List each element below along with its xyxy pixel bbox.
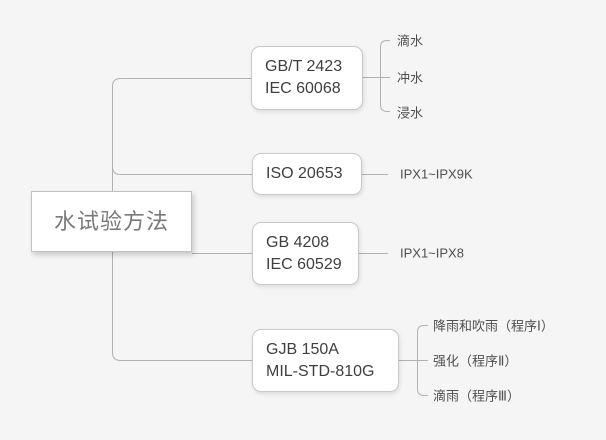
branch-node-label-line: IEC 60529 <box>266 255 342 273</box>
leaf-node-spray-water[interactable]: 冲水 <box>397 70 424 86</box>
branch-node-label-line: GJB 150A <box>266 340 339 358</box>
branch-node-gbt2423-iec60068[interactable]: GB/T 2423 IEC 60068 <box>251 46 363 110</box>
leaf-node-rain-blowing-rain-procedure-1[interactable]: 降雨和吹雨（程序Ⅰ） <box>433 318 554 334</box>
connector-root-to-branch-3 <box>112 252 252 361</box>
connector-branch-0-rail <box>380 40 390 112</box>
branch-node-label-line: GB/T 2423 <box>265 58 343 75</box>
leaf-node-drip-rain-procedure-3[interactable]: 滴雨（程序Ⅲ） <box>433 388 520 404</box>
branch-node-label-line: ISO 20653 <box>266 165 343 182</box>
leaf-node-ipx1-ipx9k[interactable]: IPX1~IPX9K <box>400 166 473 182</box>
branch-node-label-line: IEC 60068 <box>265 80 341 97</box>
branch-node-gb4208-iec60529[interactable]: GB 4208 IEC 60529 <box>252 222 359 285</box>
leaf-node-drip-water[interactable]: 滴水 <box>397 33 424 49</box>
connector-branch-3-rail <box>417 325 428 396</box>
branch-node-label-line: MIL-STD-810G <box>266 362 375 380</box>
branch-node-label-line: GB 4208 <box>266 233 330 251</box>
leaf-node-intensified-procedure-2[interactable]: 强化（程序Ⅱ） <box>433 353 518 369</box>
branch-node-gjb150a-milstd810g[interactable]: GJB 150A MIL-STD-810G <box>252 329 399 392</box>
leaf-node-ipx1-ipx8[interactable]: IPX1~IPX8 <box>400 245 464 261</box>
connector-root-to-branch-0 <box>112 78 251 191</box>
branch-node-iso20653[interactable]: ISO 20653 <box>252 153 362 195</box>
root-node-label: 水试验方法 <box>53 208 169 234</box>
connector-root-to-branch-1 <box>112 166 252 175</box>
root-node-water-test-methods[interactable]: 水试验方法 <box>31 191 192 252</box>
leaf-node-immersion-water[interactable]: 浸水 <box>397 105 424 121</box>
